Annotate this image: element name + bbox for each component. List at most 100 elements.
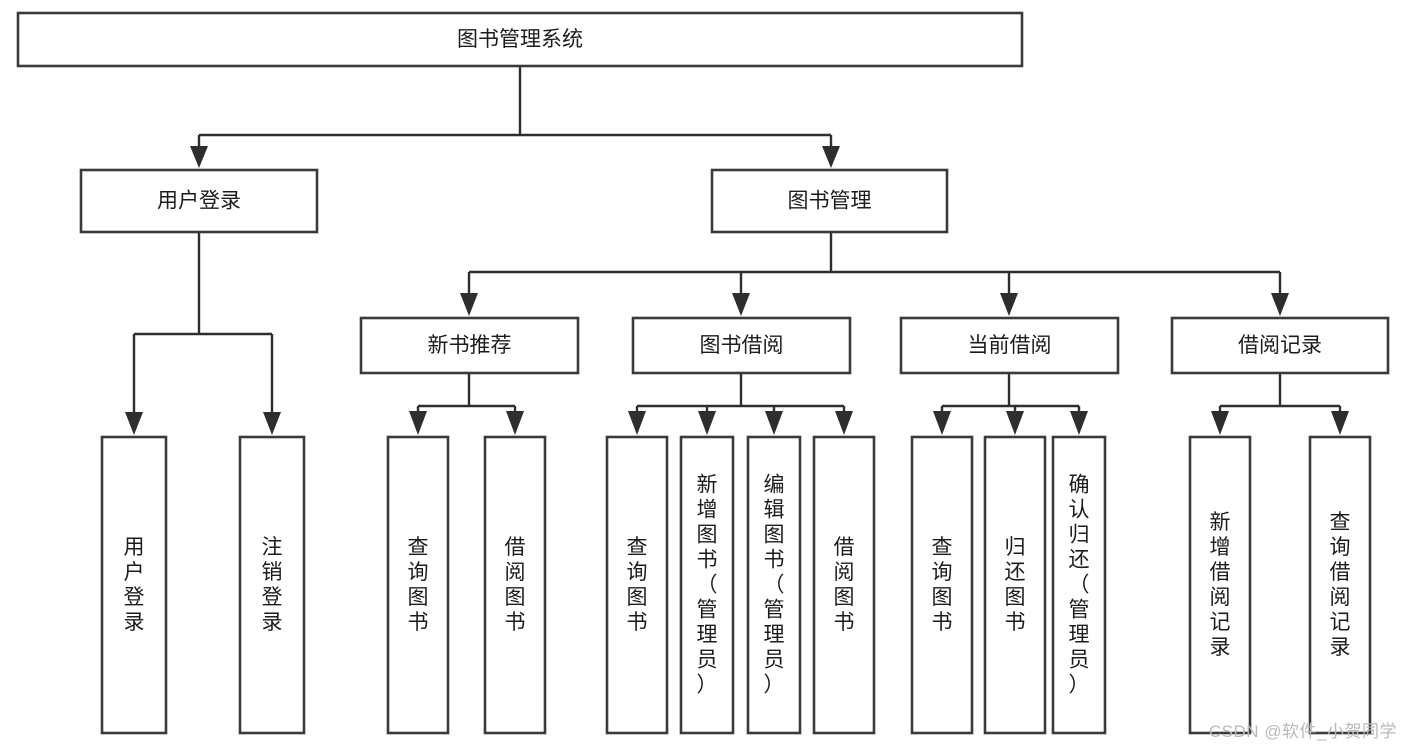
node-label-char: 阅: [834, 561, 855, 584]
node-label-char: 注: [262, 536, 283, 559]
node-label-char: 辑: [764, 499, 785, 522]
node-label-char: 询: [932, 561, 953, 584]
arrow-record-leaf-2: [1331, 411, 1349, 435]
node-level3-3[interactable]: 当前借阅: [899, 316, 1120, 375]
node-level2-2[interactable]: 图书管理: [710, 168, 949, 234]
node-label-char: 书: [505, 611, 526, 634]
node-label-char: 还: [1069, 549, 1090, 572]
node-label: 图书借阅: [700, 334, 784, 357]
arrow-root-to-bookmgmt: [822, 146, 840, 168]
arrow-record-leaf-1: [1211, 411, 1229, 435]
node-rect[interactable]: [100, 435, 168, 735]
node-label-char: 阅: [1330, 586, 1351, 609]
node-label-char: 查: [408, 536, 429, 559]
nodes-layer: 图书管理系统用户登录图书管理新书推荐图书借阅当前借阅借阅记录用户登录注销登录查询…: [16, 11, 1390, 735]
node-rect[interactable]: [679, 435, 735, 735]
node-label-char: 查: [1330, 511, 1351, 534]
arrow-login-leaf-1: [125, 412, 143, 435]
node-label-char: 借: [1330, 561, 1351, 584]
node-label-char: ）: [697, 674, 718, 697]
node-label-char: 查: [932, 536, 953, 559]
node-label: 用户登录: [157, 190, 241, 213]
node-level3-1[interactable]: 新书推荐: [359, 316, 580, 375]
node-level3-4[interactable]: 借阅记录: [1170, 316, 1390, 375]
node-label: 借阅记录: [1238, 334, 1322, 357]
arrow-current-leaf-1: [933, 411, 951, 435]
arrow-borrow-leaf-1: [628, 411, 646, 435]
node-label-char: 录: [1330, 636, 1351, 659]
node-label-char: 员: [1069, 649, 1090, 672]
node-rect[interactable]: [746, 435, 802, 735]
node-label-char: 借: [834, 536, 855, 559]
node-rect[interactable]: [910, 435, 974, 735]
node-label-char: 图: [627, 586, 648, 609]
node-level3-2[interactable]: 图书借阅: [631, 316, 852, 375]
node-rect[interactable]: [1170, 316, 1390, 375]
node-label-char: 登: [262, 586, 283, 609]
node-rect[interactable]: [359, 316, 580, 375]
node-rect[interactable]: [1308, 435, 1372, 735]
node-label-char: 书: [627, 611, 648, 634]
node-label: 新书推荐: [428, 334, 512, 357]
node-label-char: 查: [627, 536, 648, 559]
node-rect[interactable]: [238, 435, 306, 735]
node-label-char: 记: [1330, 611, 1351, 634]
node-label-char: 户: [124, 561, 145, 584]
arrow-newbook-leaf-1: [409, 411, 427, 435]
node-label-char: 员: [764, 649, 785, 672]
node-level2-1[interactable]: 用户登录: [79, 168, 319, 234]
arrow-bookmgmt-to-newbook: [460, 293, 478, 316]
node-label-char: 录: [262, 611, 283, 634]
node-rect[interactable]: [899, 316, 1120, 375]
node-label-char: 图: [834, 586, 855, 609]
node-label-char: 书: [932, 611, 953, 634]
node-rect[interactable]: [483, 435, 547, 735]
node-leaf-1[interactable]: 用户登录: [100, 435, 168, 735]
node-label-char: 理: [1069, 624, 1090, 647]
node-label-char: 阅: [505, 561, 526, 584]
connector-group-newbook: [409, 373, 524, 435]
node-label-char: 录: [1210, 636, 1231, 659]
node-label: 图书管理: [788, 190, 872, 213]
arrow-bookmgmt-to-record: [1271, 293, 1289, 316]
node-rect[interactable]: [631, 316, 852, 375]
node-label-char: 用: [124, 536, 145, 559]
node-label-char: 新: [697, 474, 718, 497]
connector-group-book-mgmt: [460, 232, 1289, 316]
node-rect[interactable]: [1188, 435, 1252, 735]
node-rect[interactable]: [1051, 435, 1107, 735]
node-rect[interactable]: [983, 435, 1047, 735]
node-rect[interactable]: [710, 168, 949, 234]
node-label-char: 还: [1005, 561, 1026, 584]
node-label-char: ）: [764, 674, 785, 697]
node-label-char: 书: [834, 611, 855, 634]
arrow-newbook-leaf-2: [506, 411, 524, 435]
node-label-char: ）: [1069, 674, 1090, 697]
node-rect[interactable]: [79, 168, 319, 234]
node-label-char: 图: [1005, 586, 1026, 609]
node-rect[interactable]: [386, 435, 450, 735]
node-label-char: 书: [764, 549, 785, 572]
node-label-char: 增: [697, 499, 718, 522]
node-root-system[interactable]: 图书管理系统: [16, 11, 1024, 68]
node-rect[interactable]: [605, 435, 669, 735]
node-rect[interactable]: [16, 11, 1024, 68]
node-rect[interactable]: [812, 435, 876, 735]
node-label-char: 管: [1069, 599, 1090, 622]
arrow-borrow-leaf-4: [835, 411, 853, 435]
node-label-char: 增: [1210, 536, 1231, 559]
node-label-char: 询: [1330, 536, 1351, 559]
